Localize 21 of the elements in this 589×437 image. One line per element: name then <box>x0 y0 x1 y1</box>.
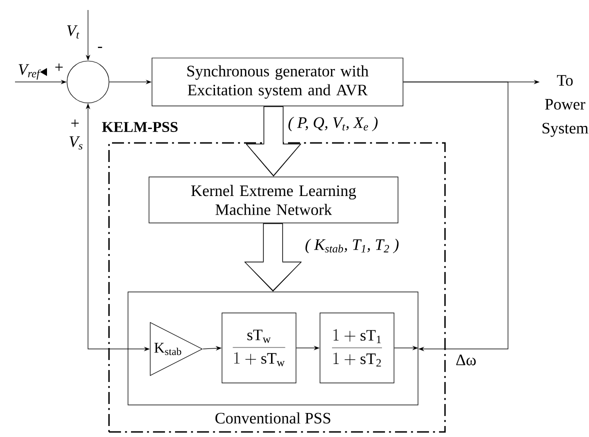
transfer-function-box: $\frac{1+\mathrm{sT_1}}{1+\mathrm{sT_2}}$ <box>320 312 394 384</box>
output-label: To Power System <box>542 75 588 137</box>
edge-label: V$_{ref}$ <box>18 64 41 80</box>
edge-label: V$_{t}$ <box>67 25 80 39</box>
frame-caption: Conventional PSS <box>215 412 330 424</box>
frame-heading: KELM-PSS <box>102 122 178 132</box>
transfer-function-box: $\frac{\mathrm{sT_w}}{1+\mathrm{sT_w}}$ <box>222 312 296 384</box>
hollow-arrow <box>244 223 302 292</box>
arrow <box>403 82 508 352</box>
sign-label: + <box>71 120 79 127</box>
edge-label: V$_{s}$ <box>70 136 82 150</box>
process-box: Synchronous generator with Excitation system and AVR <box>152 58 404 106</box>
sign-label: + <box>55 64 63 71</box>
edge-label: ( P, Q, V$_{t}$, X$_{e}$ ) <box>288 116 378 132</box>
summing-junction <box>66 60 110 104</box>
hollow-arrow <box>246 106 302 177</box>
sign-label: - <box>98 46 102 48</box>
edge-label: Δω <box>456 354 476 366</box>
gain-triangle: K$_{stab}$ <box>150 322 203 376</box>
process-box: Kernel Extreme Learning Machine Network <box>148 176 398 224</box>
edge-label: ( K$_{stab}$, T$_{1}$, T$_{2}$ ) <box>306 238 399 254</box>
